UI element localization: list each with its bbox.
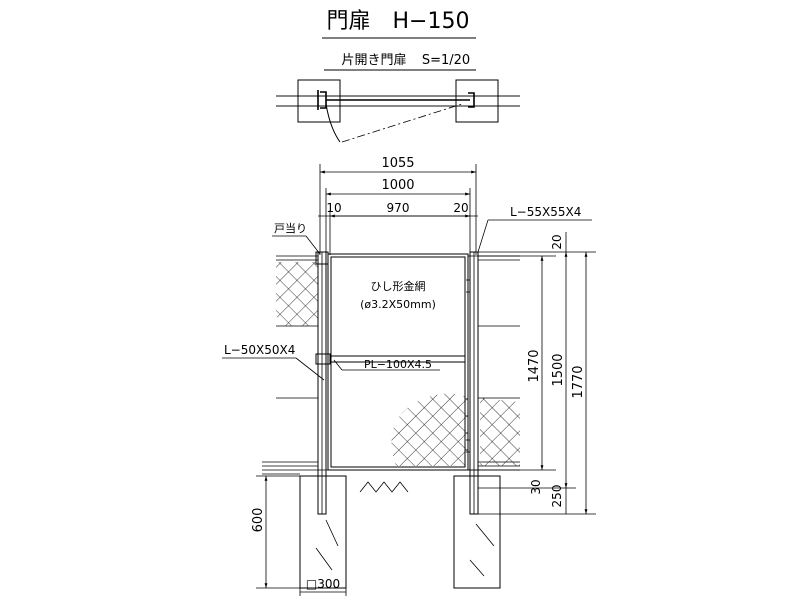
plan-view [276,79,520,143]
dim-30: 30 [529,479,543,494]
label-mesh-size: (ø3.2X50mm) [360,298,436,311]
leader-lines [222,219,592,381]
drawing-title: 門扉 H−150 [327,9,470,34]
dim-footing-size: □300 [306,577,340,591]
dim-600: 600 [251,508,266,533]
ground-line [262,469,520,493]
label-angle-right: L−55X55X4 [510,205,581,219]
label-angle-left: L−50X50X4 [224,343,295,357]
dim-1470: 1470 [527,349,542,382]
dim-1000: 1000 [381,178,414,193]
dim-1770: 1770 [571,365,586,398]
dim-1055: 1055 [381,156,414,171]
drawing-scale: S=1/20 [422,53,470,68]
footing-dimensions [256,475,347,596]
top-dimensions [318,164,478,255]
dim-970: 970 [387,201,410,215]
dim-250: 250 [550,485,564,508]
dim-20: 20 [453,201,468,215]
drawing-subtitle: 片開き門扉 [341,52,406,68]
footing-right [453,475,501,589]
gate-mesh-circle [391,393,468,466]
dim-1500: 1500 [551,353,566,386]
fence-mesh-right [480,398,520,466]
footing-left [299,475,347,589]
label-mesh: ひし形金網 [371,279,426,293]
left-post [315,251,329,515]
gate-frame [315,253,470,471]
dim-10: 10 [326,201,341,215]
fence-mesh-left [276,262,318,326]
label-door-stop: 戸当り [274,221,307,235]
label-plate: PL−100X4.5 [364,358,432,371]
right-post [469,251,479,515]
dim-20-top: 20 [550,234,564,249]
right-dimensions [468,232,596,515]
